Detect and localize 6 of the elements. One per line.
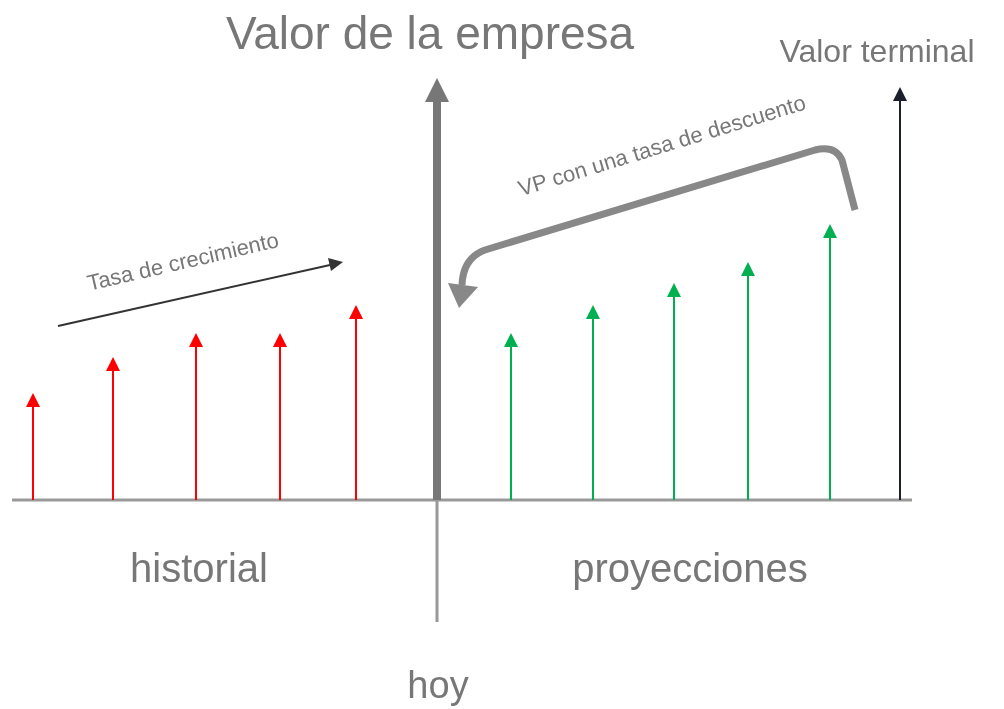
growth-label: Tasa de crecimiento [84, 228, 282, 296]
projections-label: proyecciones [572, 546, 808, 590]
history-label: historial [130, 546, 268, 590]
today-label: hoy [407, 665, 469, 707]
terminal-value-label: Valor terminal [779, 34, 975, 70]
diagram-title: Valor de la empresa [224, 6, 636, 60]
